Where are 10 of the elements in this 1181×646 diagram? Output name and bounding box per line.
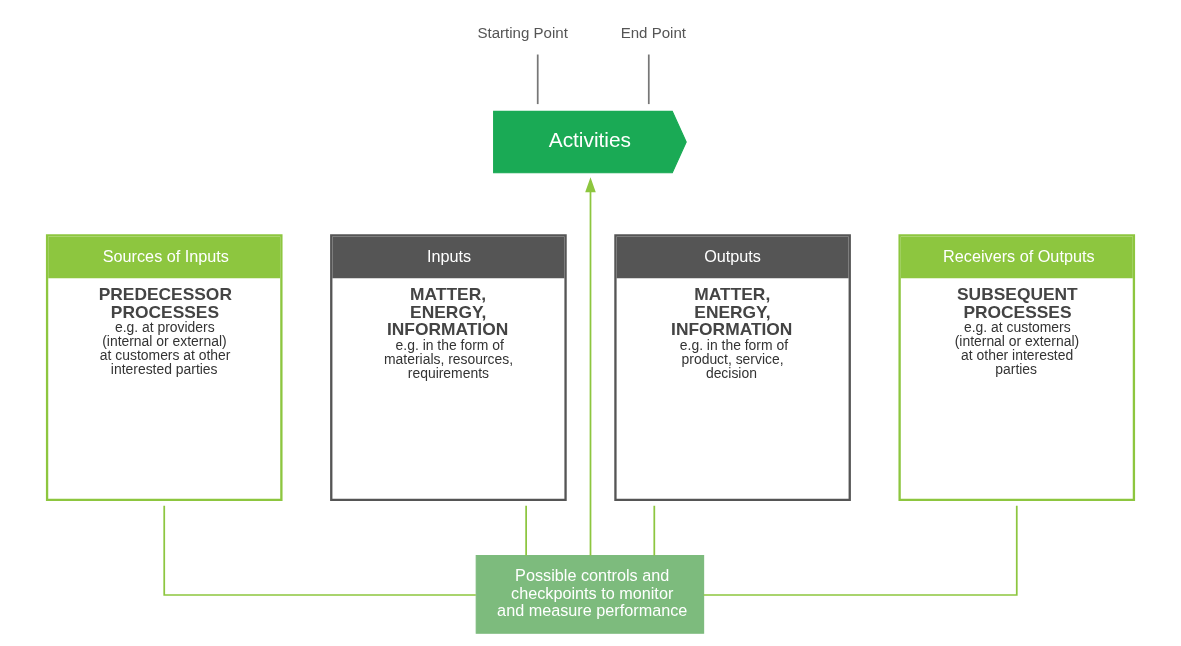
node-text: End Point bbox=[620, 23, 686, 41]
connector bbox=[536, 53, 539, 105]
node-box: Possible controls and checkpoints to monitor and measure performance bbox=[475, 554, 705, 634]
arrow bbox=[585, 177, 596, 557]
connector bbox=[702, 504, 1018, 596]
connector bbox=[163, 504, 477, 596]
node-text: Starting Point bbox=[477, 23, 568, 41]
connector bbox=[653, 504, 656, 557]
connector bbox=[647, 53, 650, 105]
connector bbox=[525, 504, 527, 557]
